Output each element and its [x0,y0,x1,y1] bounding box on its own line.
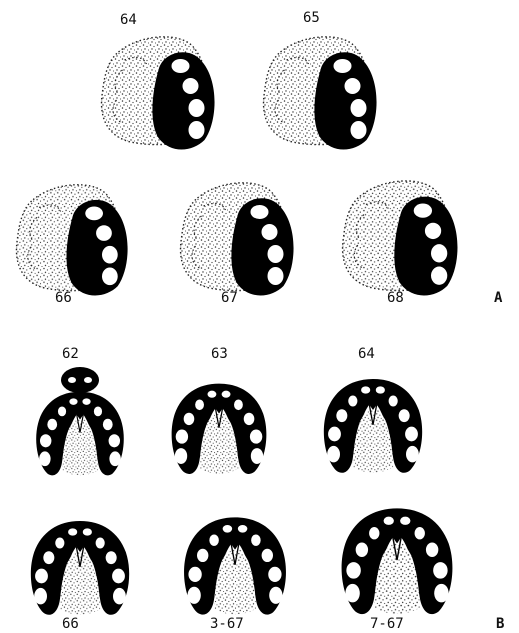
cast-a-64: 64 [102,12,215,150]
cast-label-b-3-67: 3-67 [210,616,244,632]
panel-letter-b: B [496,616,504,632]
cast-b-62: 62 [36,346,124,475]
cast-label-a-66: 66 [55,290,72,306]
cast-b-64: 64 [324,346,422,473]
cast-a-65: 65 [264,10,377,150]
cast-label-b-66: 66 [62,616,79,632]
cast-b-3-67: 3-67 [184,517,286,632]
cast-label-a-68: 68 [387,290,404,306]
cast-a-67: 67 [181,183,294,306]
cast-b-66: 66 [31,521,129,632]
cast-b-7-67: 7-67 [342,508,453,632]
cast-label-b-7-67: 7-67 [370,616,404,632]
cast-label-a-65: 65 [303,10,320,26]
cast-label-b-63: 63 [211,346,228,362]
panel-letter-a: A [494,290,503,306]
cast-b-63: 63 [172,346,267,474]
cast-a-68: 68 [343,181,458,306]
cast-label-a-64: 64 [120,12,137,28]
cast-label-b-62: 62 [62,346,79,362]
cast-a-66: 66 [16,185,127,306]
cast-label-a-67: 67 [221,290,238,306]
cast-label-b-64: 64 [358,346,375,362]
